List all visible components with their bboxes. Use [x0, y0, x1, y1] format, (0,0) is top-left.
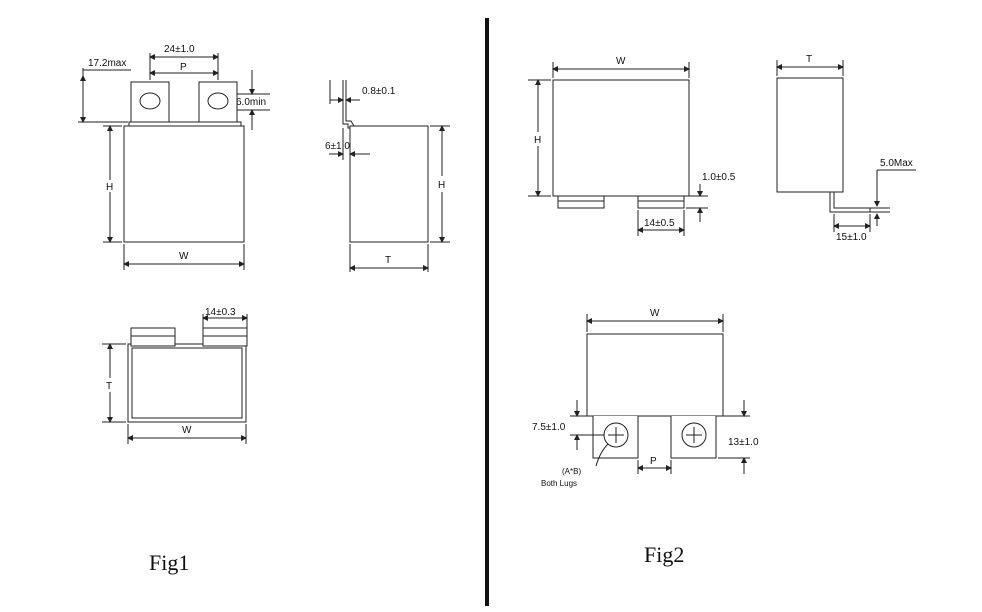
fig1-front-view: 17.2max 24±1.0 P 6.0min H W [78, 44, 270, 270]
lug-hole-right-2 [681, 422, 707, 448]
dim-7-5-label: 7.5±1.0 [532, 422, 566, 433]
dim-17-2-label: 17.2max [88, 58, 126, 69]
dim-5-label: 5.0Max [880, 158, 913, 169]
top-lug-left [130, 327, 176, 347]
note-line2: Both Lugs [541, 479, 577, 488]
fig2-front-view: W H 1.0±0.5 14±0.5 [528, 56, 736, 236]
capacitor-side-body [349, 125, 429, 243]
capacitor-body-2 [552, 79, 690, 197]
capacitor-side-body-2 [776, 77, 844, 193]
dim-t2-label: T [806, 54, 812, 65]
fig1-caption: Fig1 [149, 550, 189, 575]
dim-w-top-label: W [182, 425, 192, 436]
fig2-side-view: T 5.0Max 15±1.0 [776, 54, 916, 243]
fig1-top-view: 14±0.3 T W [102, 307, 248, 444]
lug-right-2 [637, 195, 685, 209]
lug-left-2 [557, 195, 605, 209]
dim-p-label: P [180, 62, 187, 73]
dim-14-label: 14±0.3 [205, 307, 236, 318]
dim-w2-label: W [616, 56, 626, 67]
dim-6-label: 6.0min [236, 97, 266, 108]
dim-6-side-label: 6±1.0 [325, 141, 350, 152]
note-leader-line [595, 443, 609, 467]
lug-hole-right [207, 92, 229, 110]
fig2-bottom-view: W 7.5±1.0 13±1.0 P (A*B) Both Lugs [532, 308, 759, 488]
lug-left [130, 81, 170, 123]
dim-t-top-label: T [106, 381, 112, 392]
capacitor-body [123, 125, 245, 243]
dim-h-label: H [106, 182, 113, 193]
fig2-caption: Fig2 [644, 542, 684, 567]
dim-h-side-label: H [438, 180, 445, 191]
dim-t-side-label: T [385, 255, 391, 266]
lug-right [198, 81, 238, 123]
dim-p2-label: P [650, 456, 657, 467]
note-line1: (A*B) [562, 467, 581, 476]
dim-h2-label: H [534, 135, 541, 146]
dim-14-2-label: 14±0.5 [644, 218, 675, 229]
dim-0-8-label: 0.8±0.1 [362, 86, 396, 97]
dim-13-label: 13±1.0 [728, 437, 759, 448]
dim-15-label: 15±1.0 [836, 232, 867, 243]
dim-1-0-label: 1.0±0.5 [702, 172, 736, 183]
lug-hole-left [139, 92, 161, 110]
capacitor-top-body [127, 343, 247, 423]
dim-w3-label: W [650, 308, 660, 319]
dim-w-label: W [179, 251, 189, 262]
dim-24-label: 24±1.0 [164, 44, 195, 55]
fig1-side-view: 0.8±0.1 6±1.0 H T [325, 80, 450, 272]
top-lug-right [202, 327, 248, 347]
capacitor-bottom-body [586, 333, 724, 417]
